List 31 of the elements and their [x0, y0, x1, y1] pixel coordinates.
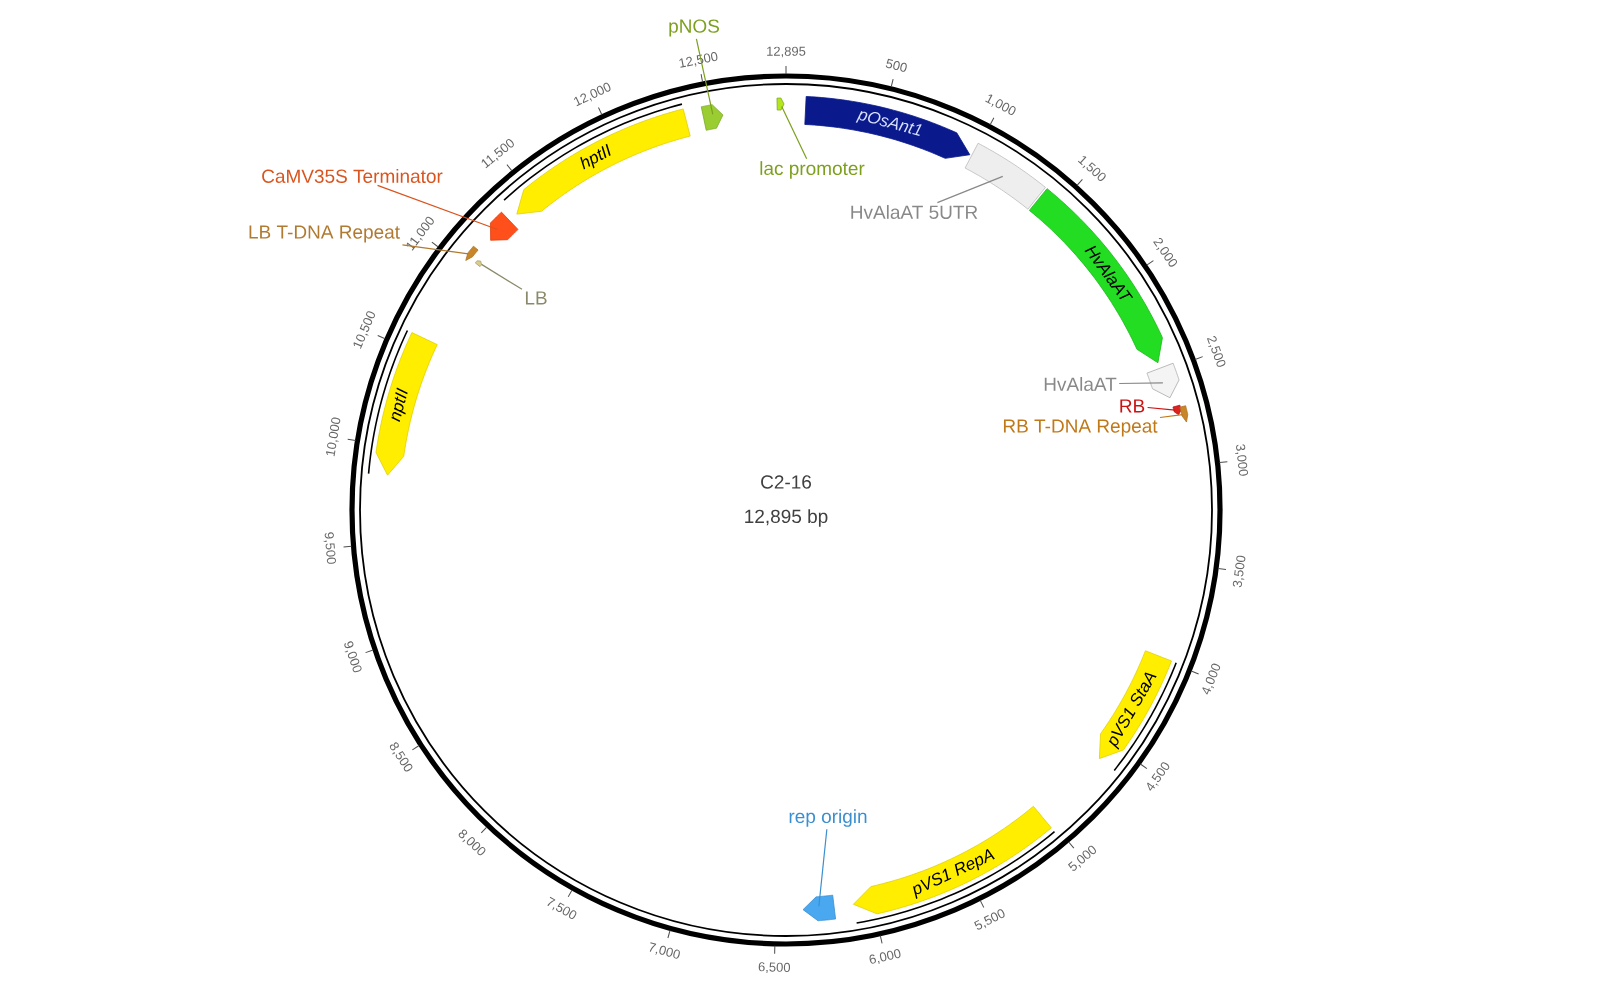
leader-line	[781, 105, 808, 160]
sequence-feature	[700, 104, 724, 131]
feature-label: RB T-DNA Repeat	[1003, 419, 1158, 437]
leader-line	[1159, 413, 1183, 419]
leader-line	[936, 175, 1004, 204]
leader-line	[695, 38, 714, 115]
leader-line	[376, 184, 499, 231]
feature-label: RB	[1120, 399, 1145, 413]
leader-line	[401, 244, 469, 255]
sequence-feature: nptII	[367, 329, 438, 476]
sequence-feature	[465, 245, 479, 261]
feature-label: HvAlaAT 5UTR	[851, 205, 978, 219]
sequence-feature: pOsAnt1	[804, 96, 971, 159]
sequence-feature	[474, 260, 482, 268]
feature-label: pNOS	[669, 19, 719, 37]
map-title: 12,895 bp	[745, 509, 828, 527]
feature-label: CaMV35S Terminator	[262, 169, 443, 183]
sequence-feature	[490, 211, 519, 241]
feature-label: HvAlaAT	[1044, 377, 1117, 391]
sequence-feature	[1179, 405, 1189, 423]
feature-label: LB T-DNA Repeat	[249, 225, 400, 243]
sequence-feature	[1146, 362, 1180, 399]
leader-line	[480, 263, 523, 290]
map-title: C2-16	[761, 475, 812, 489]
leader-line	[1147, 406, 1176, 411]
leader-line	[1118, 382, 1164, 385]
feature-label: LB	[525, 291, 547, 305]
leader-line	[818, 828, 828, 907]
feature-label: lac promoter	[760, 161, 865, 179]
sequence-feature	[802, 894, 836, 922]
sequence-feature	[776, 97, 785, 111]
